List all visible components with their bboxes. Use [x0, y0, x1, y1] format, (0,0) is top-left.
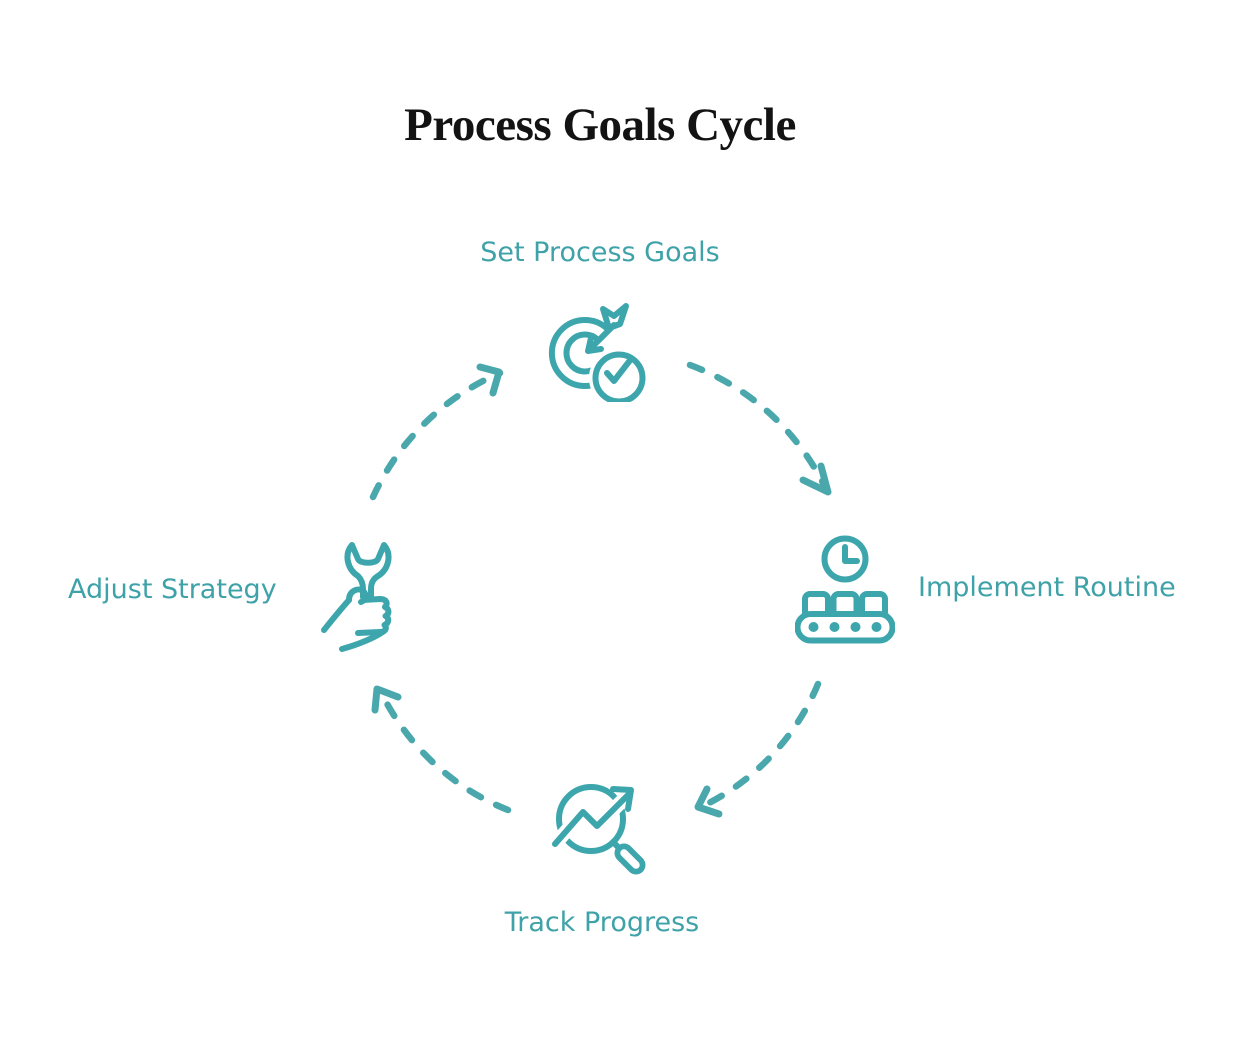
- conveyor-belt-icon: [795, 591, 895, 644]
- check-circle-icon: [589, 348, 649, 402]
- diagram-title: Process Goals Cycle: [404, 99, 796, 151]
- arrow-set-goals-to-implement-routine: [686, 361, 832, 496]
- hand-wrench-icon: [321, 542, 392, 652]
- conveyor-clock-icon: [795, 535, 895, 644]
- trend-arrow-icon: [548, 786, 637, 851]
- node-label-adjust-strategy: Adjust Strategy: [68, 574, 277, 605]
- node-label-track-progress: Track Progress: [504, 907, 700, 938]
- clock-icon: [821, 535, 869, 583]
- dart-arrow-icon: [585, 303, 629, 354]
- magnifier-icon: [556, 784, 646, 875]
- hand-icon: [321, 586, 392, 652]
- target-arrow-check-icon: [548, 303, 649, 402]
- arrow-implement-routine-to-track-progress: [694, 680, 822, 818]
- target-icon: [548, 317, 610, 389]
- arrow-adjust-strategy-to-set-goals: [369, 363, 504, 501]
- arrow-track-progress-to-adjust-strategy: [371, 685, 512, 814]
- node-label-set-process-goals: Set Process Goals: [480, 237, 720, 268]
- magnifier-trend-icon: [548, 784, 646, 875]
- node-label-implement-routine: Implement Routine: [918, 572, 1176, 603]
